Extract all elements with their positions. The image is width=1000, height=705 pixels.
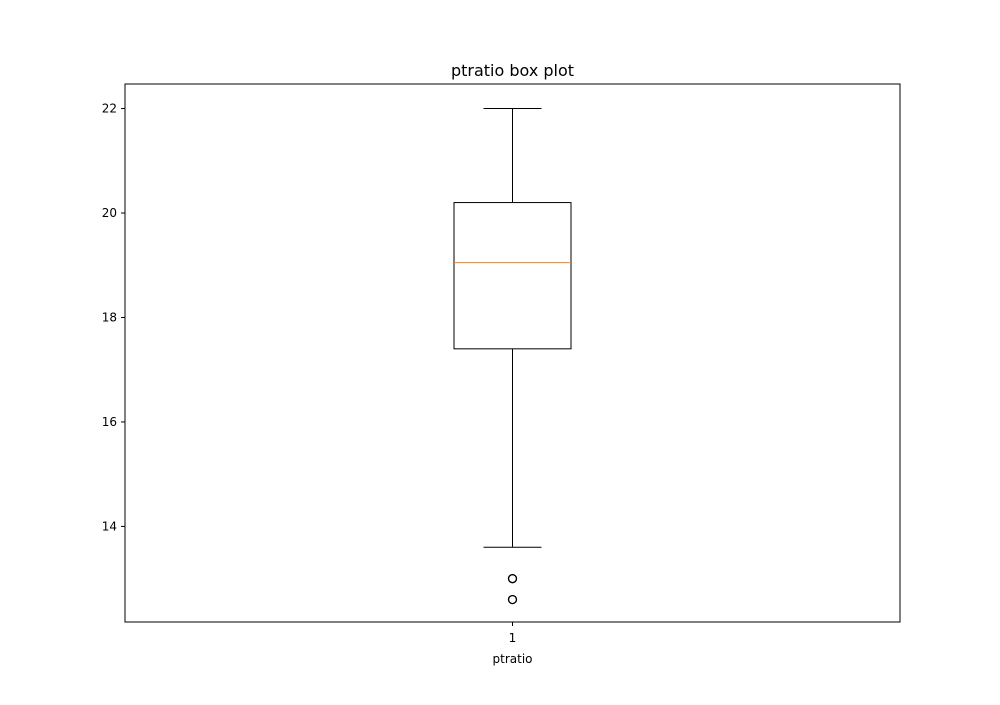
iqr-box (453, 202, 572, 350)
y-tick-label: 20 (102, 206, 117, 220)
chart-title: ptratio box plot (451, 61, 574, 80)
box-group (453, 108, 572, 605)
x-axis-label: ptratio (493, 652, 533, 666)
outlier-point (507, 594, 518, 605)
y-tick-label: 18 (102, 310, 117, 324)
x-axis: 1 (509, 622, 517, 645)
boxes-layer (453, 108, 572, 605)
y-axis: 14 16 18 20 22 (102, 102, 125, 533)
outlier-point (507, 574, 518, 584)
x-tick-label: 1 (509, 631, 517, 645)
y-tick-label: 16 (102, 415, 117, 429)
y-tick-label: 22 (102, 102, 117, 116)
y-tick-label: 14 (102, 519, 117, 533)
